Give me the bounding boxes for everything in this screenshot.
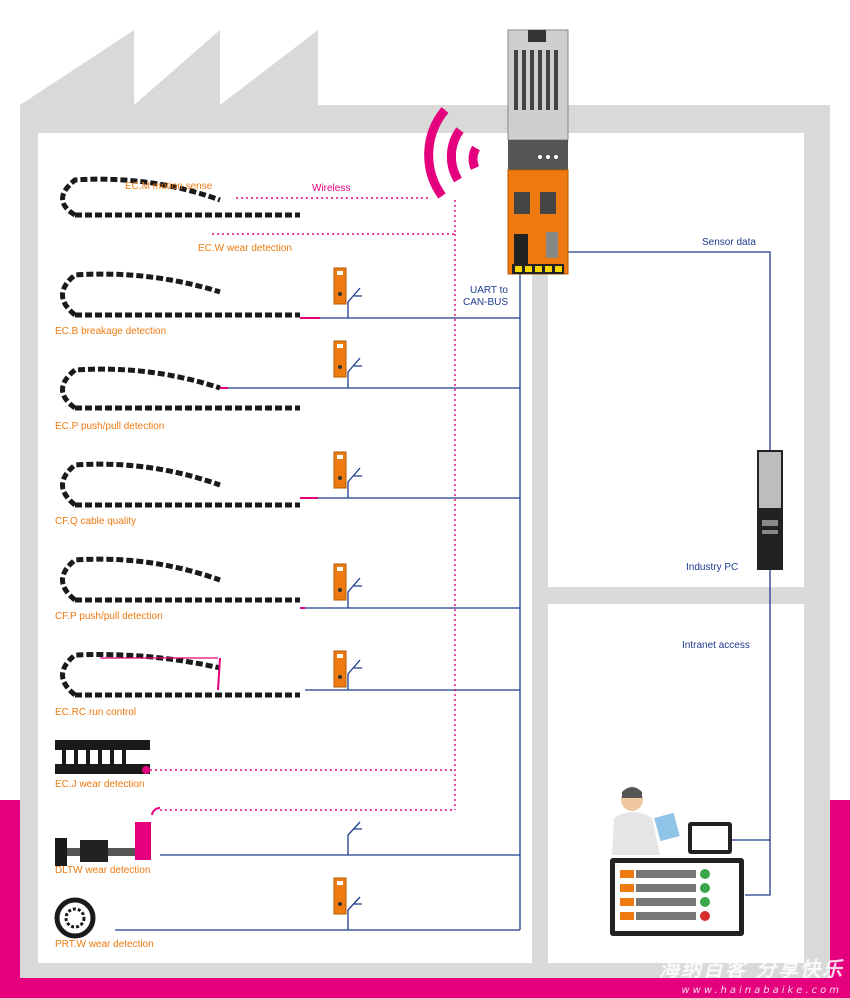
watermark-url: www.hainabaike.com (681, 985, 842, 996)
energy-chain-ecb (60, 271, 300, 318)
label-ecj: EC.J wear detection (55, 779, 145, 790)
industry-pc (757, 450, 783, 570)
energy-chain-ecp (60, 366, 300, 411)
label-ecrc: EC.RC run control (55, 707, 137, 718)
energy-chain-ecrc (60, 652, 300, 698)
energy-chain-cfp (60, 556, 300, 603)
label-wireless: Wireless (312, 183, 351, 194)
slewing-ring-prtw (54, 897, 96, 939)
label-uart-2: CAN-BUS (463, 297, 509, 308)
can-bus-lines (115, 251, 771, 931)
wireless-links (150, 197, 456, 811)
energy-chain-ecm (60, 176, 300, 218)
sensor-wires (217, 317, 320, 691)
label-ecm: EC.M motion sense (125, 181, 213, 192)
label-dltw: DLTW wear detection (55, 865, 151, 876)
label-sensor-data: Sensor data (702, 237, 756, 248)
label-ecp: EC.P push/pull detection (55, 421, 165, 432)
energy-chain-cfq (60, 461, 300, 508)
label-prtw: PRT.W wear detection (55, 939, 154, 950)
linear-module-dltw (55, 806, 161, 866)
label-cfp: CF.P push/pull detection (55, 611, 163, 622)
label-intranet: Intranet access (682, 640, 750, 651)
sensor-modules (333, 267, 347, 915)
main-hall (38, 133, 532, 963)
label-industry-pc: Industry PC (686, 562, 739, 573)
magenta-floor (0, 800, 850, 998)
label-ecw: EC.W wear detection (198, 243, 292, 254)
wireless-antenna-icon (424, 107, 481, 199)
isense-controller (507, 29, 569, 275)
label-uart-1: UART to (470, 285, 508, 296)
energy-chain-ecj (55, 740, 150, 774)
switch-symbols (347, 287, 362, 930)
label-ecb: EC.B breakage detection (55, 326, 167, 337)
operator-workstation (610, 787, 744, 936)
label-cfq: CF.Q cable quality (55, 516, 137, 527)
watermark-cn: 海纳百客 分享快乐 (659, 957, 844, 981)
